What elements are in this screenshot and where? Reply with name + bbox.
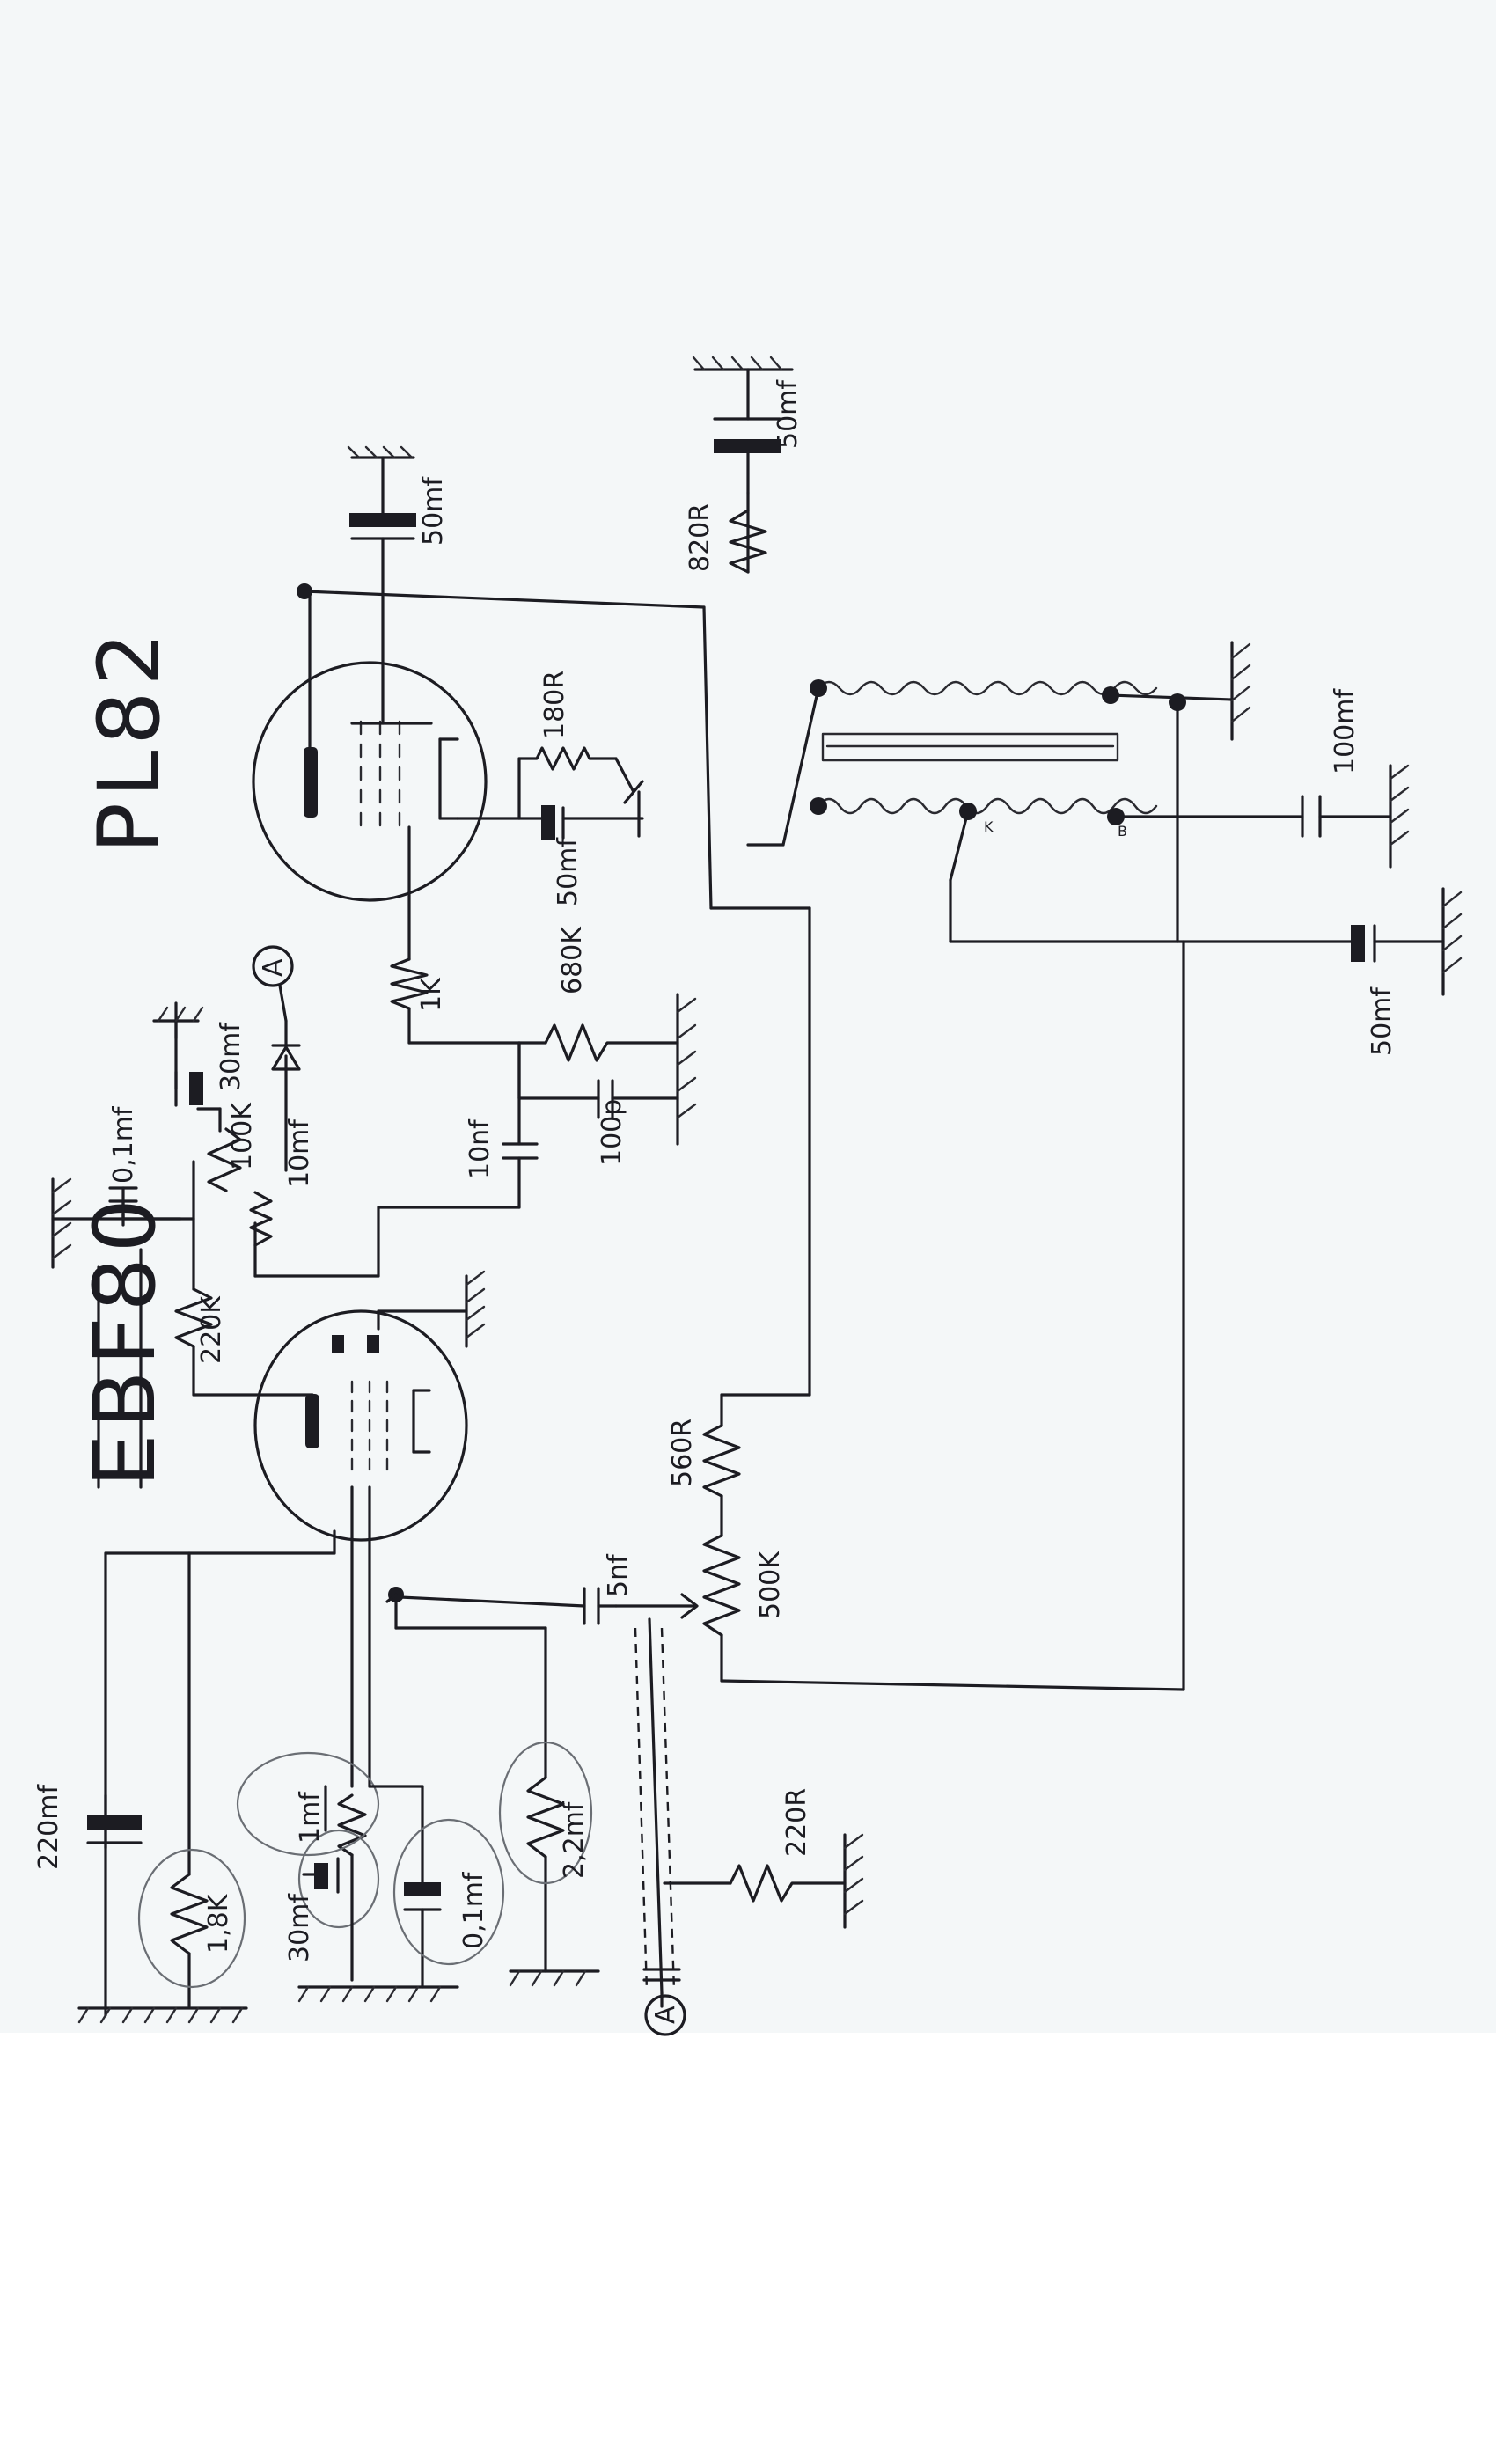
component-group-bubble (236, 1751, 380, 1857)
label-r-220k: 220K (196, 1295, 227, 1364)
label-c-30-low: 30mf (284, 1893, 315, 1962)
label-c-50-right: 50mf (1367, 986, 1397, 1056)
resistor-680k (544, 1023, 679, 1062)
pl82-plate (304, 747, 318, 818)
resistor-100k (207, 1127, 242, 1192)
label-c-pl82-screen: 50mf (418, 476, 449, 546)
label-c-01: 0,1mf (108, 1105, 139, 1184)
connector-a-top (252, 945, 294, 987)
label-r-18k: 1,8K (203, 1893, 234, 1954)
cap-30mf (189, 1072, 203, 1105)
potentiometer-500k (702, 1534, 741, 1637)
label-r-cathode: 180R (539, 671, 570, 739)
label-r-grid-leak: 680K (557, 926, 588, 994)
resistor-2-2m (526, 1776, 565, 1859)
pl82-title: PL82 (80, 627, 179, 854)
label-c-hf: 100p (597, 1099, 627, 1166)
resistor-220k (174, 1287, 213, 1348)
label-c-cathode: 50mf (553, 837, 583, 906)
label-r-820: 820R (685, 503, 715, 572)
resistor-220r (729, 1864, 847, 1903)
coil-tap-k: K (984, 818, 994, 835)
label-r-22m: 2,2mf (559, 1800, 590, 1879)
pl82-screen-cap (347, 445, 416, 540)
label-c-220: 220mf (33, 1784, 64, 1870)
label-c-5nf: 5nf (603, 1553, 634, 1597)
label-c-coupling: 10nf (465, 1118, 495, 1179)
cathode-cap (541, 790, 644, 840)
component-group-bubble (137, 1848, 246, 1989)
label-c-01-low: 0,1mf (458, 1871, 489, 1949)
cap-22mf (87, 1815, 142, 1830)
resistor-10mf (249, 1191, 273, 1247)
label-c-100: 100mf (1330, 688, 1360, 774)
component-group-bubble (297, 1829, 380, 1929)
coil-tap-b: B (1118, 823, 1127, 840)
cap-820-filter (692, 356, 794, 453)
label-c-820: 50mf (773, 379, 803, 449)
label-r-grid-stop: 1K (416, 977, 447, 1012)
resistor-820r (729, 509, 767, 574)
label-r-560: 560R (667, 1419, 698, 1487)
ebf80-tube (253, 1309, 468, 1542)
label-r-10: 10mf (284, 1118, 315, 1188)
connector-a-label-bottom: A (650, 2006, 681, 2024)
paper-scan-area (0, 0, 1496, 2033)
cap-50mf-right (1351, 925, 1365, 962)
resistor-180r (517, 746, 618, 771)
cap-30mf-low (314, 1863, 328, 1889)
diode (271, 1045, 301, 1071)
cap-0-1mf-low (404, 1882, 441, 1896)
label-r-220: 220R (781, 1788, 812, 1857)
component-group-bubble (392, 1818, 505, 1966)
pl82-tube (252, 661, 488, 902)
ebf80-title: EBF80 (76, 1193, 174, 1487)
resistor-1k (390, 957, 429, 1010)
connector-a-label-top: A (258, 958, 289, 977)
label-r-100k: 100K (227, 1102, 258, 1170)
label-r-1m: 1mf (295, 1791, 326, 1844)
label-c-30: 30mf (216, 1022, 246, 1091)
output-transformer (810, 679, 1186, 825)
resistor-560r (702, 1424, 741, 1498)
resistor-1m (337, 1793, 367, 1857)
connector-a-bottom (644, 1994, 686, 2036)
component-group-bubble (498, 1741, 593, 1885)
label-r-volume: 500K (755, 1551, 786, 1619)
resistor-1-8k (170, 1873, 209, 1955)
